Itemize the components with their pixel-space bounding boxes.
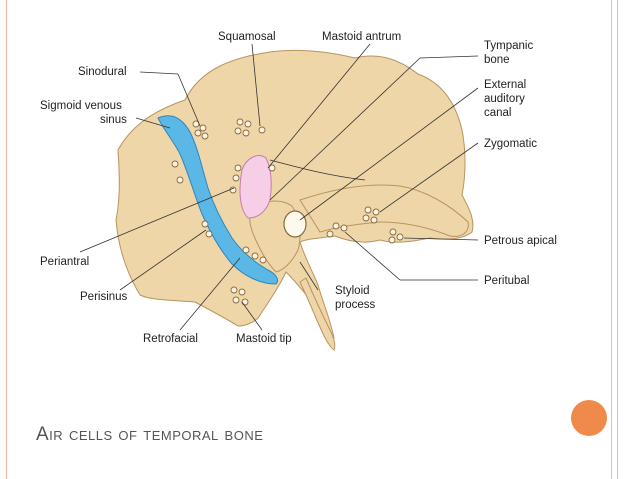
left-border-line	[6, 0, 7, 479]
temporal-bone-shape	[115, 49, 474, 339]
label-peritubal: Peritubal	[484, 275, 529, 287]
label-squamosal: Squamosal	[218, 31, 276, 43]
label-sigmoid-1: Sigmoid venous	[40, 100, 122, 112]
air-cell-group	[171, 118, 404, 306]
label-external-3: canal	[484, 107, 512, 119]
label-sigmoid-2: sinus	[100, 114, 127, 126]
label-tympanic-bone-1: Tympanic	[484, 40, 533, 52]
label-mastoid-tip: Mastoid tip	[236, 333, 292, 345]
external-auditory-canal-shape	[283, 210, 307, 238]
accent-circle	[571, 400, 607, 436]
label-tympanic-bone-2: bone	[484, 54, 510, 66]
label-retrofacial: Retrofacial	[143, 333, 198, 345]
label-periantral: Periantral	[40, 256, 89, 268]
suture-line	[269, 159, 366, 181]
label-sinodural: Sinodural	[78, 66, 127, 78]
label-styloid-1: Styloid	[335, 285, 370, 297]
label-styloid-2: process	[335, 299, 376, 311]
sigmoid-sinus-shape	[157, 115, 279, 285]
label-petrous-apical: Petrous apical	[484, 235, 557, 247]
label-zygomatic: Zygomatic	[484, 138, 537, 150]
leader-lines	[79, 43, 479, 331]
slide-title: Air cells of temporal bone	[36, 424, 264, 445]
right-border-line-inner	[617, 0, 618, 479]
styloid-process-shape	[299, 277, 336, 351]
label-external-1: External	[484, 79, 526, 91]
right-border-line	[611, 0, 612, 479]
label-external-2: auditory	[484, 93, 525, 105]
label-perisinus: Perisinus	[80, 291, 128, 303]
label-mastoid-antrum: Mastoid antrum	[322, 31, 401, 43]
